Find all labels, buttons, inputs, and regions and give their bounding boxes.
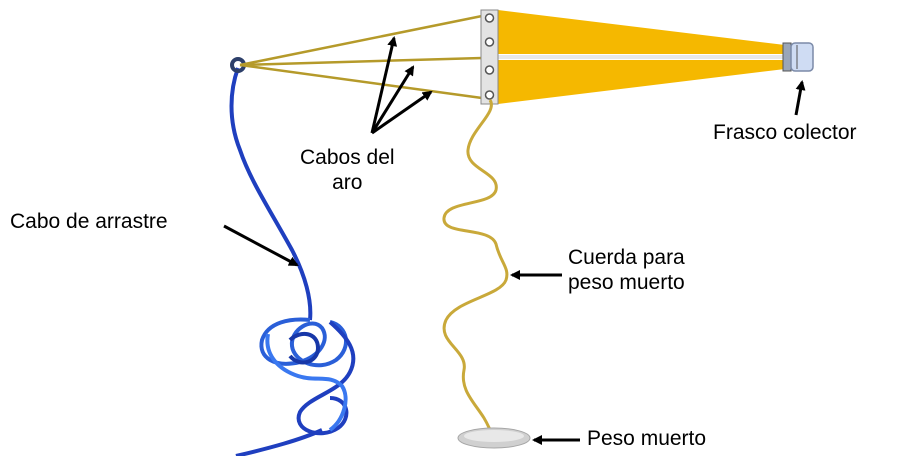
label-frasco-colector: Frasco colector [713, 121, 857, 144]
label-cabo-de-arrastre: Cabo de arrastre [10, 210, 168, 233]
tow-rope [229, 67, 356, 456]
arrow-arrastre [223, 224, 299, 267]
arrow-frasco [794, 80, 806, 116]
label-cabos-del-aro-line1: Cabos del [300, 146, 395, 169]
net-ring-frame [480, 9, 499, 105]
arrow-cabos-3 [371, 90, 433, 135]
weight-rope [442, 99, 509, 438]
label-cuerda-line1: Cuerda para [568, 246, 685, 269]
label-cabos-del-aro-line2: aro [332, 171, 363, 194]
label-cuerda-para-peso-muerto: Cuerda para peso muerto [568, 245, 685, 295]
label-cabos-del-aro: Cabos del aro [300, 145, 395, 195]
label-cuerda-line2: peso muerto [568, 271, 685, 294]
bridle-lines [239, 14, 483, 100]
arrow-cabos-2 [370, 65, 415, 134]
label-peso-muerto: Peso muerto [587, 427, 707, 450]
collector-bottle [782, 42, 814, 72]
annotation-arrows [223, 36, 806, 445]
plankton-net [498, 10, 785, 104]
arrow-cabos-1 [370, 36, 398, 134]
